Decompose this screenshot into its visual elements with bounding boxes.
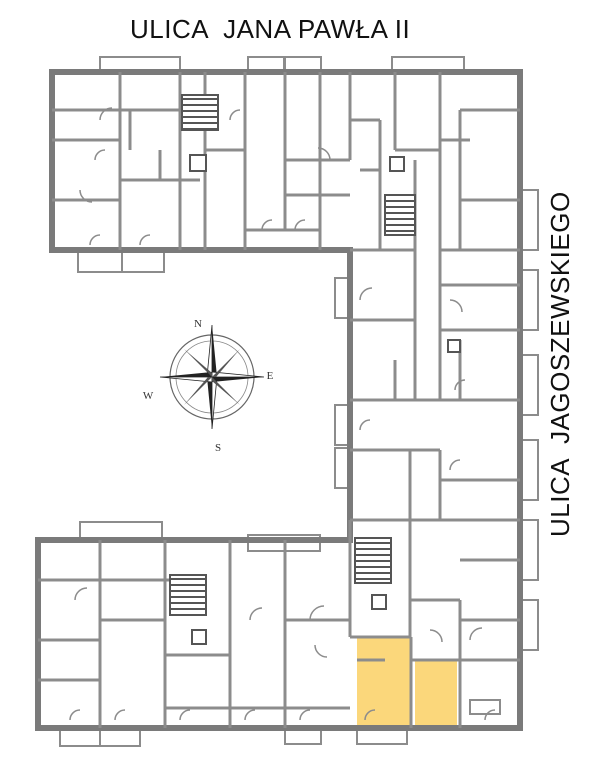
compass-north-label: N xyxy=(194,318,202,330)
compass-east-label: E xyxy=(267,370,274,382)
highlighted-room-left xyxy=(357,637,411,727)
stairwells xyxy=(169,94,416,616)
shafts xyxy=(189,154,461,645)
outer-walls xyxy=(35,69,523,731)
compass-south-label: S xyxy=(215,442,221,454)
highlighted-apartment[interactable] xyxy=(357,637,457,727)
compass-rose: N E S W xyxy=(143,318,274,454)
street-label-right: ULICA JAGOSZEWSKIEGO xyxy=(545,191,575,537)
compass-west-label: W xyxy=(143,390,154,402)
interior-walls xyxy=(38,72,520,728)
door-swings xyxy=(69,107,496,721)
highlighted-room-right xyxy=(415,660,457,727)
street-label-top: ULICA JANA PAWŁA II xyxy=(130,14,411,44)
